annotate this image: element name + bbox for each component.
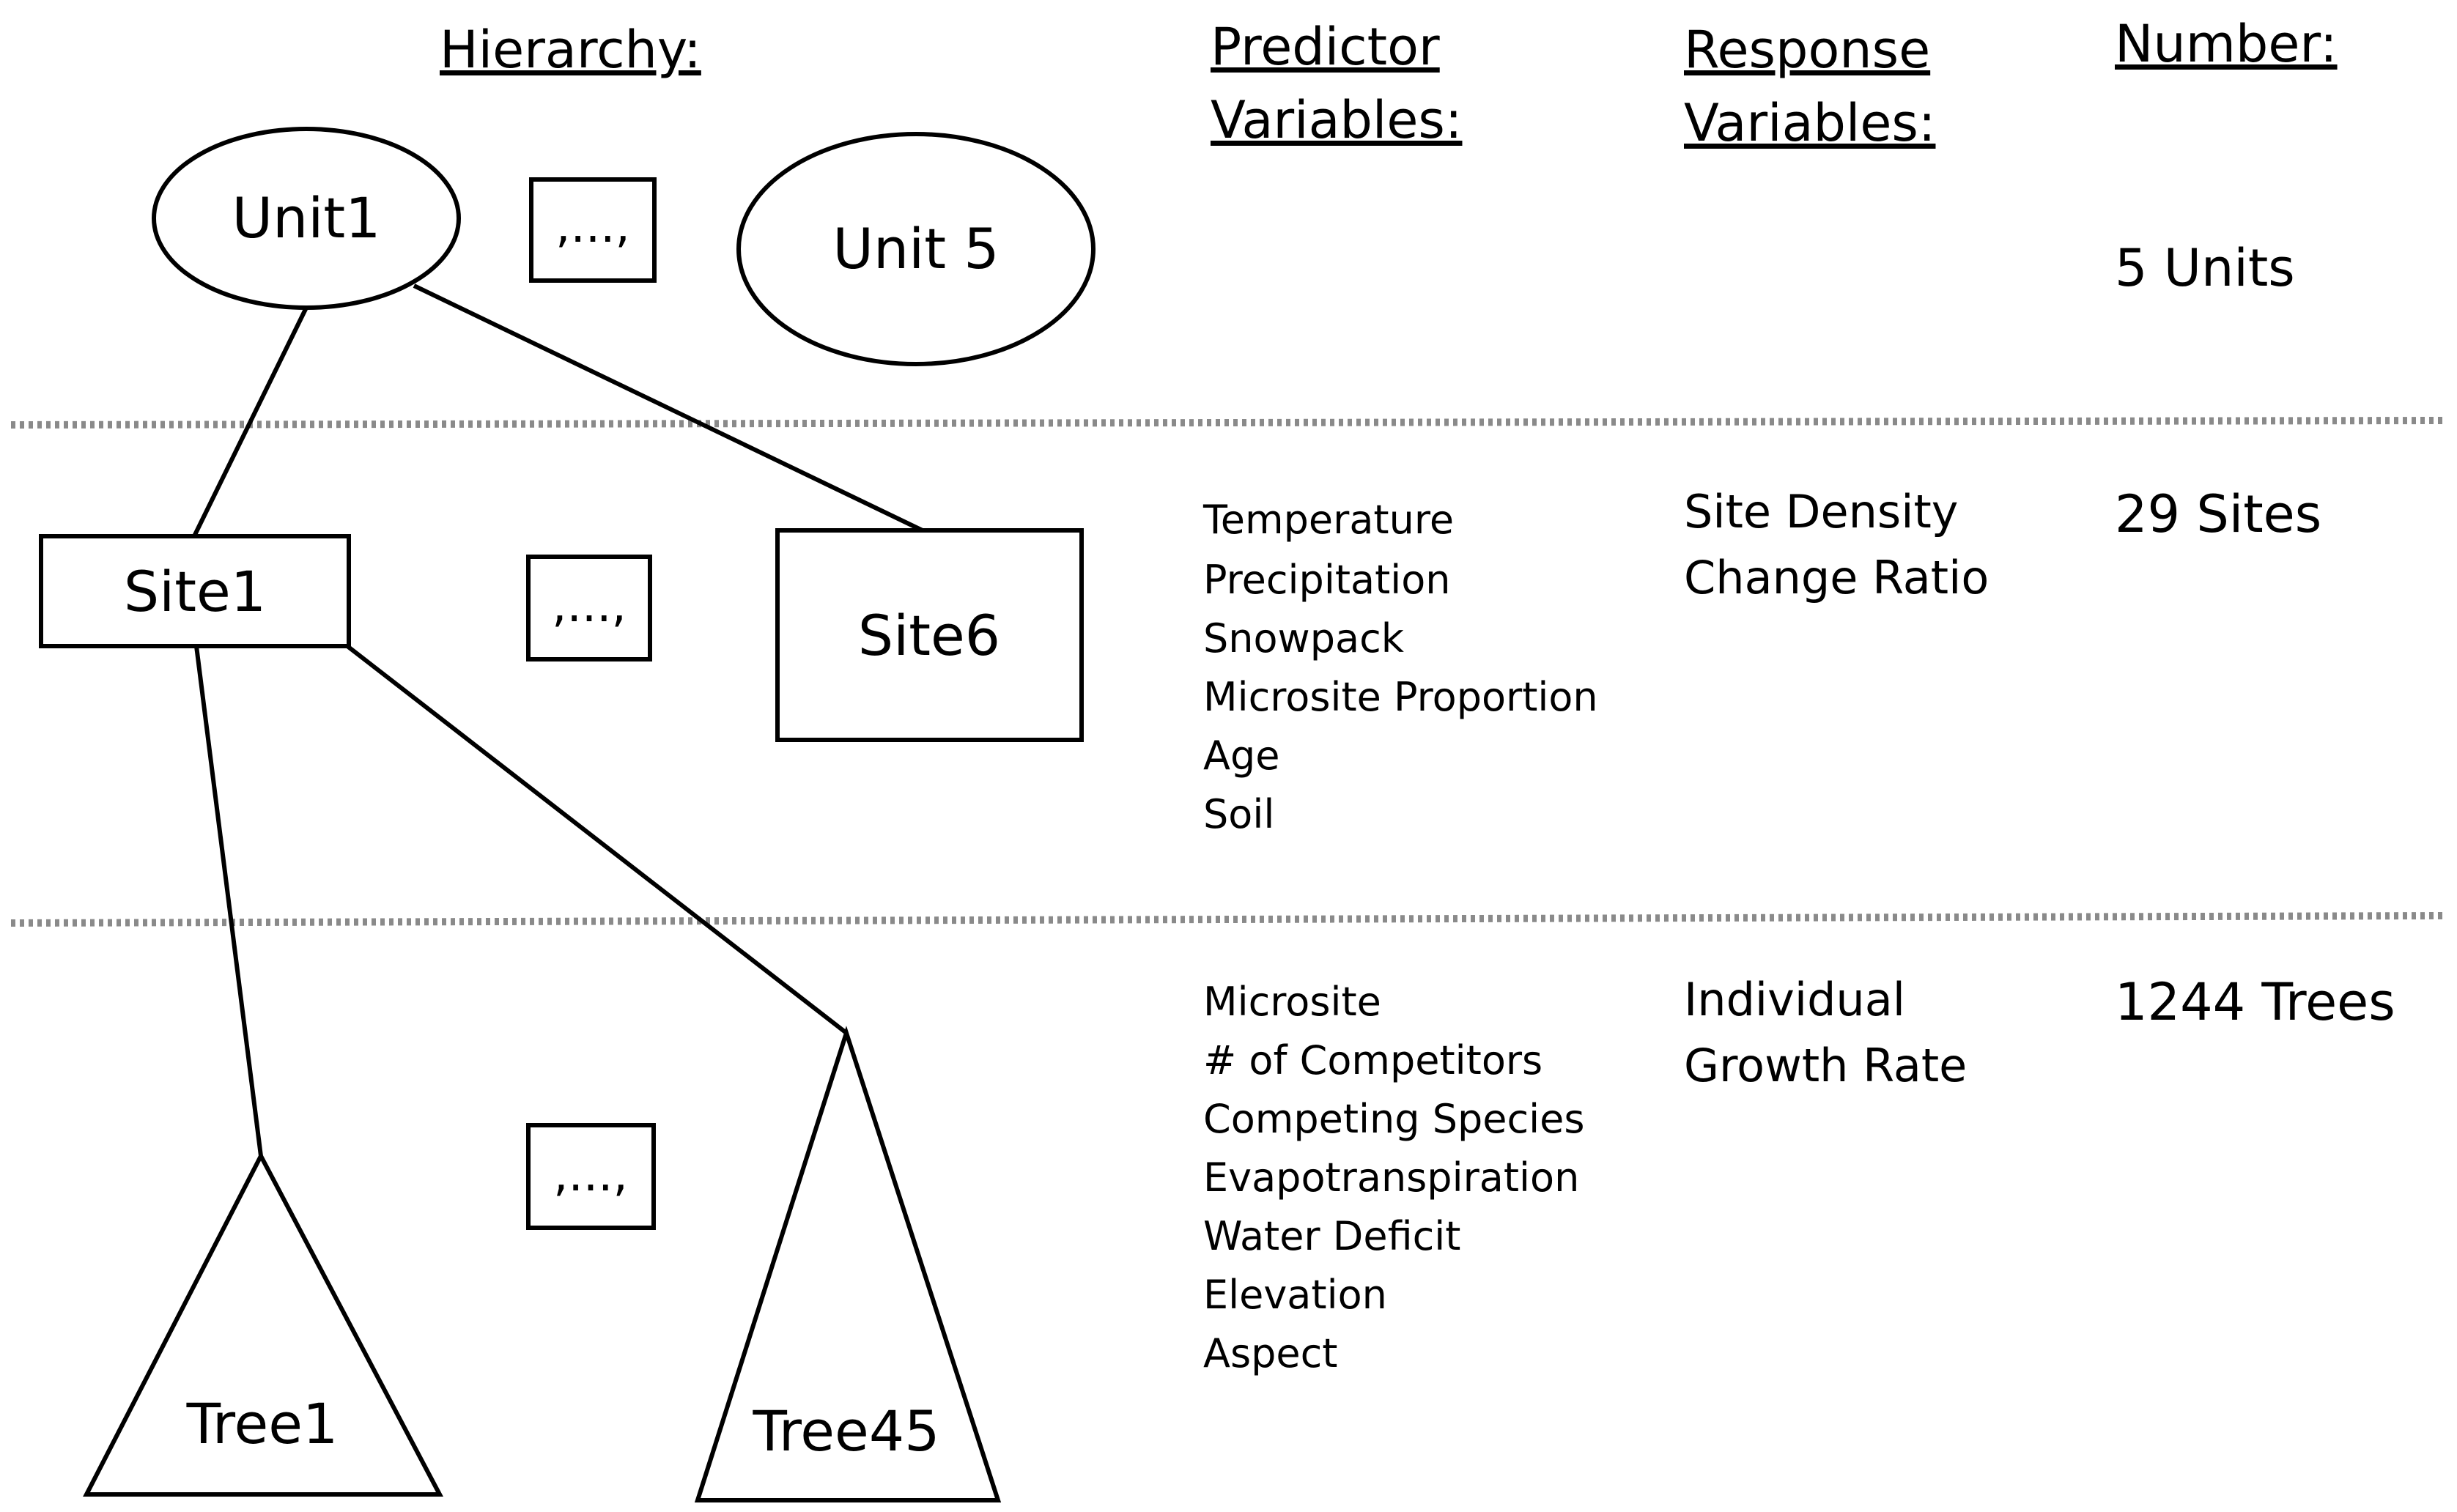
unit-last-label: Unit 5: [832, 216, 999, 281]
tree-response-list: Individual Growth Rate: [1684, 973, 1967, 1092]
tree-predictor-item: Aspect: [1203, 1330, 1337, 1376]
tree-predictor-item: Elevation: [1203, 1272, 1387, 1318]
unit-ellipsis-box: [529, 177, 657, 283]
tree-ellipsis-label: ,...,: [553, 1148, 628, 1202]
site-predictor-item: Precipitation: [1203, 557, 1451, 603]
tree-predictor-item: # of Competitors: [1203, 1037, 1542, 1083]
heading-number: Number:: [2115, 14, 2338, 74]
unit-first-label: Unit1: [232, 185, 380, 251]
edge-unit1-site1: [192, 306, 308, 538]
edge-unit1-site6: [413, 284, 928, 535]
unit-ellipsis-label: ,...,: [555, 199, 630, 253]
unit-count: 5 Units: [2115, 238, 2295, 298]
site-predictor-item: Microsite Proportion: [1203, 674, 1598, 720]
level-divider-site-tree: [10, 912, 2445, 927]
heading-predictor-line1: Predictor: [1211, 17, 1440, 77]
site-predictor-item: Soil: [1203, 791, 1274, 837]
tree-predictor-item: Competing Species: [1203, 1096, 1585, 1142]
tree-predictor-item: Microsite: [1203, 979, 1381, 1025]
heading-predictor-line2: Variables:: [1211, 90, 1462, 150]
tree-predictor-item: Water Deficit: [1203, 1213, 1460, 1259]
unit-last-node: [736, 132, 1096, 366]
edge-site1-tree45: [346, 644, 848, 1035]
tree-last-node: [694, 1026, 1002, 1502]
site-predictor-item: Temperature: [1202, 497, 1454, 543]
tree-response-item: Growth Rate: [1684, 1039, 1967, 1092]
site-response-item: Site Density: [1684, 485, 1958, 538]
tree-last-label: Tree45: [752, 1398, 939, 1464]
site-predictor-list: Temperature Precipitation Snowpack Micro…: [1202, 497, 1598, 837]
site-predictor-item: Snowpack: [1203, 615, 1405, 662]
site-first-node: [39, 534, 351, 648]
tree-response-item: Individual: [1684, 973, 1905, 1026]
tree-first-node: [83, 1151, 443, 1497]
edge-site1-tree1: [194, 645, 263, 1157]
site-response-item: Change Ratio: [1684, 551, 1989, 604]
heading-response-line2: Variables:: [1684, 93, 1935, 153]
heading-response-line1: Response: [1684, 20, 1930, 80]
site-ellipsis-box: [526, 555, 652, 662]
tree-ellipsis-box: [526, 1123, 656, 1230]
tree-first-label: Tree1: [186, 1391, 339, 1456]
site-predictor-item: Age: [1203, 733, 1279, 779]
tree-predictor-item: Evapotranspiration: [1203, 1155, 1579, 1201]
level-divider-unit-site: [10, 417, 2445, 429]
site-response-list: Site Density Change Ratio: [1684, 485, 1989, 604]
site-ellipsis-label: ,...,: [552, 579, 627, 633]
unit-first-node: [152, 127, 461, 310]
site-last-label: Site6: [858, 603, 1000, 668]
heading-hierarchy: Hierarchy:: [440, 20, 701, 80]
tree-count: 1244 Trees: [2115, 972, 2395, 1032]
site-last-node: [775, 528, 1084, 742]
site-count: 29 Sites: [2115, 484, 2321, 544]
tree-predictor-list: Microsite # of Competitors Competing Spe…: [1203, 979, 1585, 1376]
site-first-label: Site1: [124, 559, 266, 624]
